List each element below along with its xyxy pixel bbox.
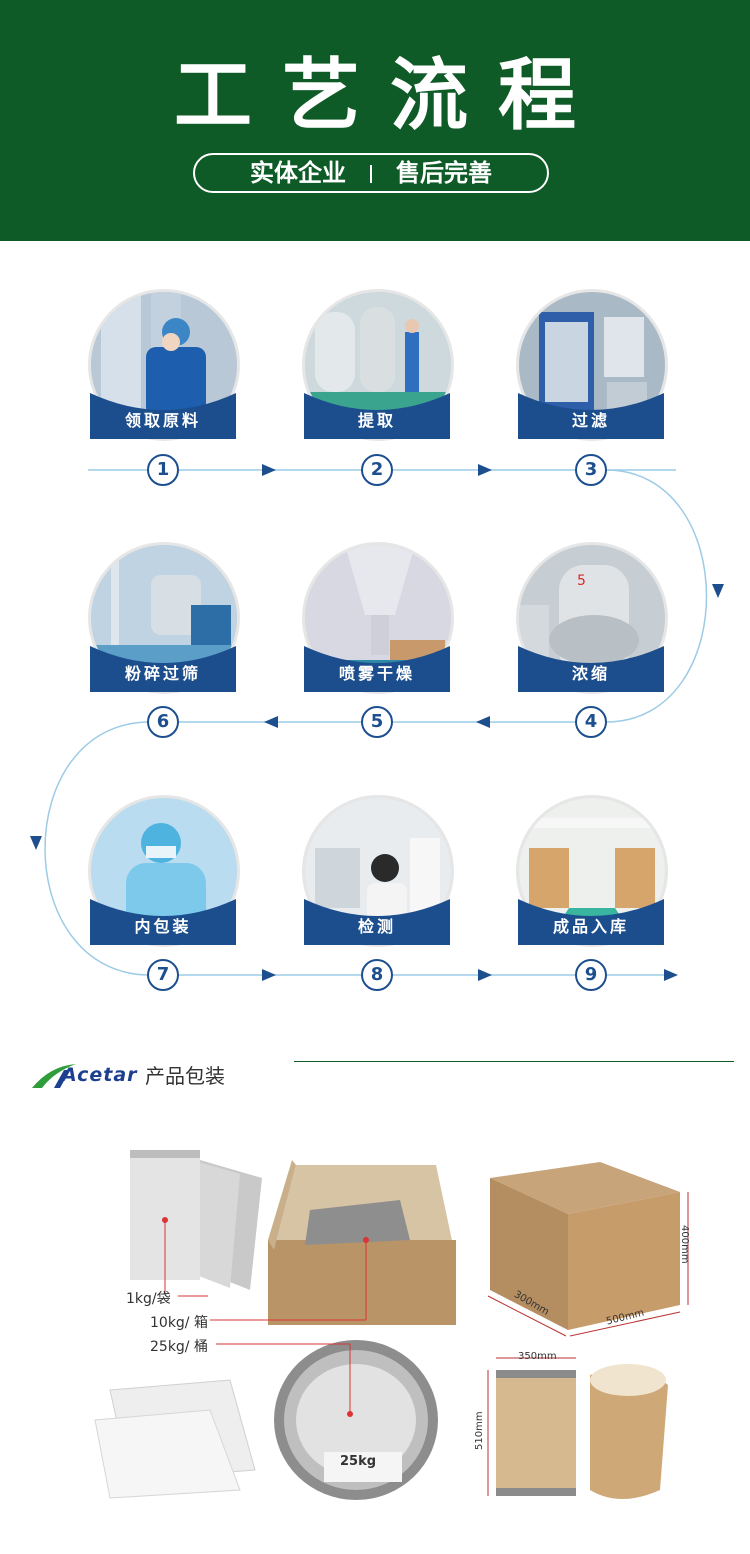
step-ribbon: 喷雾干燥 [304, 646, 450, 692]
step-number-8: 8 [361, 959, 393, 991]
packaging-divider [294, 1061, 734, 1062]
page-title: 工艺流程 [173, 51, 606, 141]
process-step-6: 粉碎过筛 [88, 542, 240, 694]
step-number-4: 4 [575, 706, 607, 738]
open-carton-icon [268, 1160, 456, 1325]
drum-label: 25kg/ 桶 [150, 1339, 208, 1355]
foil-bags-icon [130, 1150, 262, 1290]
step-number-6: 6 [147, 706, 179, 738]
step-ribbon: 过滤 [518, 393, 664, 439]
step-ribbon: 提取 [304, 393, 450, 439]
step-number-9: 9 [575, 959, 607, 991]
step-label: 粉碎过筛 [124, 664, 201, 683]
open-drum-icon [274, 1340, 438, 1500]
drum-width-dim: 350mm [518, 1351, 557, 1362]
process-step-8: 检测 [302, 795, 454, 947]
packaging-title: 产品包装 [145, 1064, 225, 1088]
step-ribbon: 领取原料 [90, 393, 236, 439]
step-ribbon: 粉碎过筛 [90, 646, 236, 692]
fiber-drums-icon [487, 1357, 668, 1499]
box-height-dim: 400mm [679, 1225, 690, 1264]
process-step-1: 领取原料 [88, 289, 240, 441]
white-bags-icon [94, 1379, 256, 1499]
step-label: 检测 [357, 917, 396, 936]
step-label: 成品入库 [552, 917, 629, 936]
drum-tag: 25kg [340, 1454, 377, 1469]
packaging-drawing [94, 1150, 689, 1500]
step-number-5: 5 [361, 706, 393, 738]
step-number-2: 2 [361, 454, 393, 486]
brand-name: Acetar [62, 1064, 138, 1086]
slogan-left: 实体企业 [250, 159, 346, 187]
step-label: 喷雾干燥 [338, 664, 415, 683]
process-step-5: 喷雾干燥 [302, 542, 454, 694]
step-number-3: 3 [575, 454, 607, 486]
box-label: 10kg/ 箱 [150, 1315, 208, 1331]
slogan-pill: 实体企业 售后完善 [193, 153, 549, 193]
slogan-divider [370, 165, 372, 183]
step-ribbon: 内包装 [90, 899, 236, 945]
step-photo [302, 795, 454, 947]
step-label: 领取原料 [124, 411, 201, 430]
step-number-7: 7 [147, 959, 179, 991]
step-number-1: 1 [147, 454, 179, 486]
process-step-7: 内包装 [88, 795, 240, 947]
step-ribbon: 浓缩 [518, 646, 664, 692]
step-label: 内包装 [134, 917, 192, 936]
process-step-9: 成品入库 [516, 795, 668, 947]
header-banner: 工艺流程 实体企业 售后完善 [0, 0, 750, 241]
packaging-illustration: 1kg/袋 10kg/ 箱 25kg/ 桶 25kg 400mm 300mm 5… [0, 1130, 750, 1510]
process-step-2: 提取 [302, 289, 454, 441]
drum-height-dim: 510mm [474, 1411, 485, 1450]
brand-swoosh-icon [32, 1064, 76, 1088]
step-label: 浓缩 [571, 664, 610, 683]
process-step-4: 5 浓缩 [516, 542, 668, 694]
process-step-3: 过滤 [516, 289, 668, 441]
svg-text:5: 5 [577, 573, 586, 589]
closed-carton-icon [487, 1162, 689, 1337]
step-label: 提取 [357, 411, 396, 430]
step-ribbon: 检测 [304, 899, 450, 945]
step-ribbon: 成品入库 [518, 899, 664, 945]
step-photo [88, 795, 240, 947]
bag-label: 1kg/袋 [126, 1291, 171, 1307]
slogan-right: 售后完善 [396, 159, 492, 187]
step-label: 过滤 [571, 411, 610, 430]
